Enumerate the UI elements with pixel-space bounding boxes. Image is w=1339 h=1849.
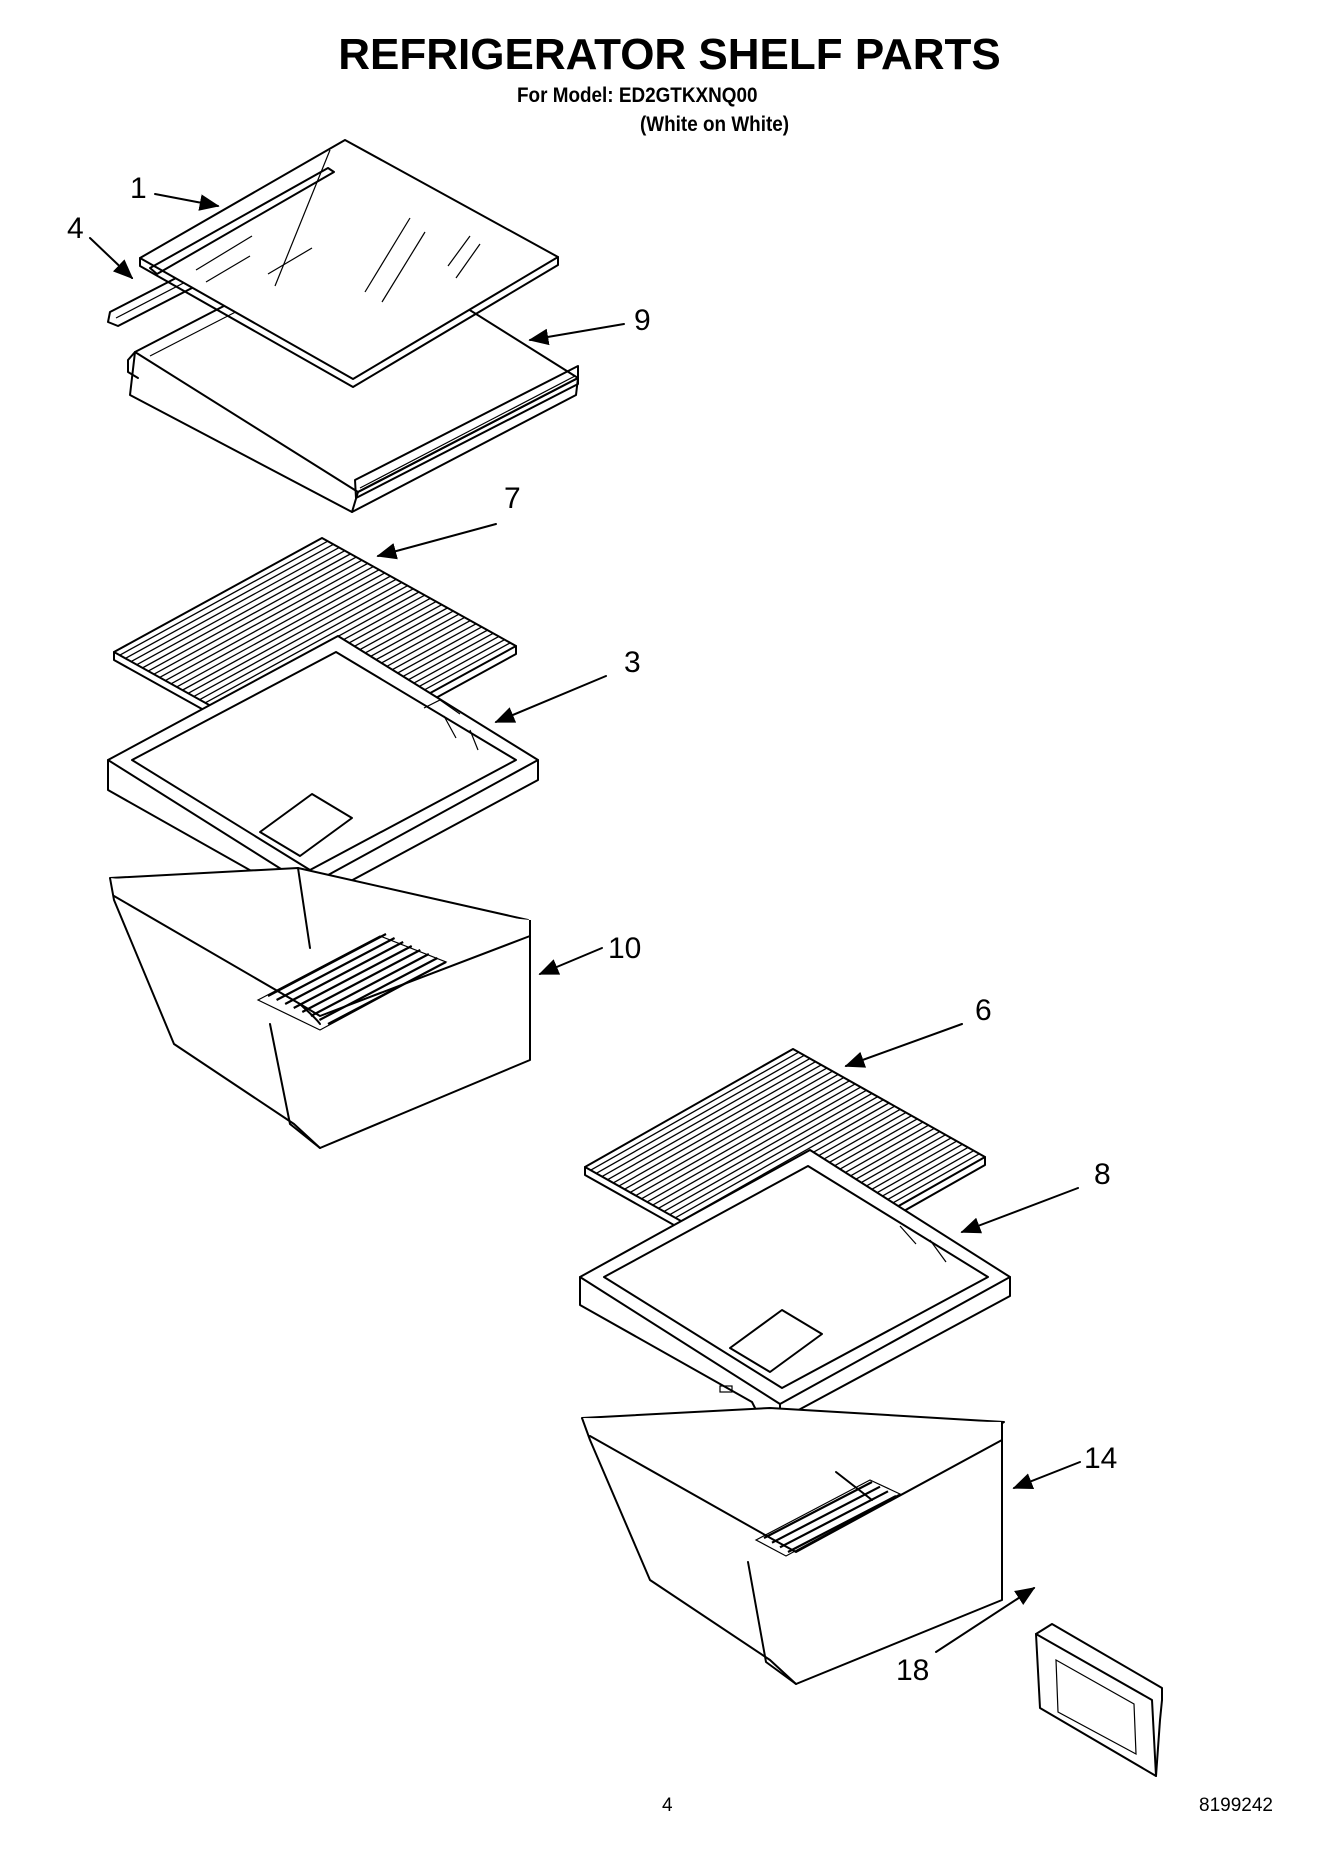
rib-line [607, 1061, 816, 1181]
rib-line [293, 945, 413, 1009]
rib-line [624, 1070, 833, 1190]
rib-line [779, 1490, 889, 1549]
rib-line [771, 1485, 881, 1544]
part-1-glass-shelf [139, 139, 559, 388]
callout-6: 6 [975, 994, 992, 1027]
rib-line [119, 540, 329, 656]
callout-4: 4 [67, 212, 84, 245]
rib-line [130, 546, 340, 663]
part-10-crisper-drawer [109, 867, 531, 1149]
rib-line [147, 556, 357, 672]
rib-line [284, 941, 404, 1005]
rib-line [176, 572, 386, 688]
rib-line [142, 553, 351, 669]
rib-line [136, 550, 346, 666]
callout-14: 14 [1084, 1442, 1117, 1475]
callout-18: 18 [896, 1654, 929, 1687]
rib-line [641, 1080, 850, 1200]
rib-line [310, 953, 430, 1017]
rib-line [669, 1096, 879, 1216]
part-8-crisper-frame [579, 1149, 1011, 1421]
rib-line [658, 1089, 867, 1209]
rib-line [114, 538, 323, 653]
rib-line [193, 581, 403, 698]
page-title: REFRIGERATOR SHELF PARTS [338, 30, 1001, 79]
part-14-crisper-drawer [581, 1407, 1005, 1685]
model-line: For Model: ED2GTKXNQ00 [517, 84, 758, 107]
rib-line [601, 1057, 811, 1178]
callout-9: 9 [634, 304, 651, 337]
rib-line [595, 1054, 805, 1174]
rib-line [318, 957, 438, 1021]
callouts: 1 4 9 7 3 10 6 8 14 18 [67, 172, 1117, 1687]
rib-line [267, 933, 387, 997]
rib-line [187, 578, 397, 694]
rib-line [170, 569, 380, 685]
callout-1: 1 [130, 172, 147, 205]
leader-lines [89, 193, 1081, 1653]
rib-line [787, 1495, 897, 1553]
color-line: (White on White) [640, 113, 790, 136]
rib-line [590, 1051, 799, 1171]
rib-line [663, 1092, 873, 1213]
callout-7: 7 [504, 482, 521, 515]
rib-line [153, 559, 363, 675]
rib-line [182, 575, 391, 691]
rib-line [652, 1086, 862, 1206]
rib-line [646, 1083, 856, 1203]
callout-3: 3 [624, 646, 641, 679]
rib-line [301, 949, 421, 1013]
callout-8: 8 [1094, 1158, 1111, 1191]
rib-line [635, 1077, 845, 1197]
callout-10: 10 [608, 932, 641, 965]
rib-line [629, 1073, 839, 1193]
rib-line [612, 1064, 822, 1184]
rib-line [618, 1067, 828, 1187]
rib-line [199, 585, 408, 701]
rib-line [276, 937, 396, 1001]
rib-line [159, 562, 368, 678]
rib-line [204, 588, 414, 704]
rib-line [327, 961, 447, 1025]
rib-line [675, 1099, 884, 1219]
rib-line [763, 1481, 873, 1539]
part-18-label-holder [1035, 1623, 1163, 1777]
document-number: 8199242 [1199, 1795, 1273, 1816]
rib-line [165, 566, 374, 682]
rib-line [125, 543, 334, 659]
page-number: 4 [662, 1795, 673, 1816]
